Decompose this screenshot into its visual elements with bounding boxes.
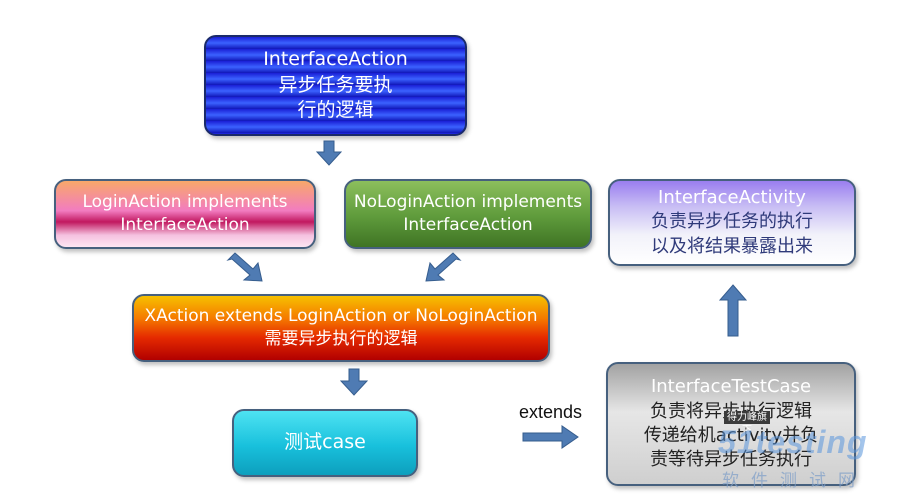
nologin-action-line-2: InterfaceAction <box>403 215 533 235</box>
watermark-logo: 51testing <box>718 424 868 460</box>
login-action-line-2: InterfaceAction <box>120 215 250 235</box>
interface-activity-node: InterfaceActivity 负责异步任务的执行 以及将结果暴露出来 <box>608 179 856 266</box>
interface-testcase-desc-2: 传递给机activity并负 <box>643 425 819 446</box>
interface-testcase-node: InterfaceTestCase 负责将异步执行逻辑 传递给机activity… <box>606 362 856 486</box>
interface-activity-desc-2: 以及将结果暴露出来 <box>651 235 813 257</box>
interface-testcase-desc-3: 责等待异步任务执行 <box>650 449 812 471</box>
nologin-action-line-1: NoLoginAction implements <box>353 192 583 213</box>
extends-edge-label: extends <box>519 402 583 422</box>
interface-activity-desc-1: 负责异步任务的执行 <box>651 211 813 233</box>
test-case-node: 测试case <box>232 409 418 477</box>
test-case-label: 测试case <box>284 431 366 454</box>
interface-action-desc-2: 行的逻辑 <box>297 99 374 122</box>
interface-action-node: InterfaceAction 异步任务要执 行的逻辑 <box>204 35 467 136</box>
arrow-right-icon <box>522 425 579 449</box>
nologin-action-node: NoLoginAction implements InterfaceAction <box>344 179 592 249</box>
interface-testcase-title: InterfaceTestCase <box>650 376 812 398</box>
arrow-down-icon-2 <box>340 368 368 396</box>
xaction-line-2: 需要异步执行的逻辑 <box>264 329 418 349</box>
interface-activity-title: InterfaceActivity <box>658 187 806 209</box>
login-action-node: LoginAction implements InterfaceAction <box>54 179 316 249</box>
login-action-line-1: LoginAction implements <box>82 192 288 213</box>
arrow-diag-left-icon <box>425 252 462 282</box>
watermark-subtitle: 软件测试网 <box>722 471 867 491</box>
interface-action-desc-1: 异步任务要执 <box>278 73 393 96</box>
xaction-line-1: XAction extends LoginAction or NoLoginAc… <box>144 306 538 327</box>
arrow-diag-right-icon <box>226 252 263 282</box>
arrow-up-icon <box>718 284 748 337</box>
interface-action-title: InterfaceAction <box>263 48 408 71</box>
arrow-down-icon-1 <box>316 140 342 166</box>
xaction-node: XAction extends LoginAction or NoLoginAc… <box>132 294 550 362</box>
watermark-badge: 得力峰旗下 <box>724 411 770 436</box>
